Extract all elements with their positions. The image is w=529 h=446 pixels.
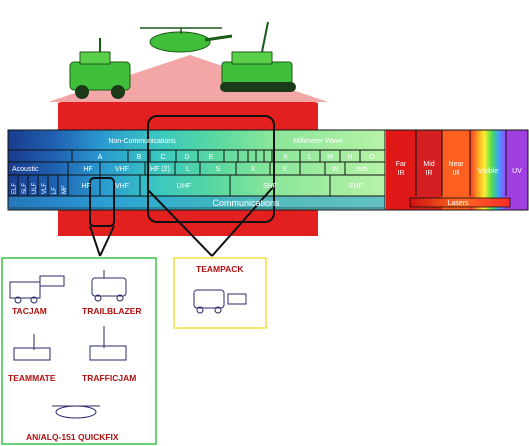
ground-systems-box [1, 257, 157, 445]
teampack-icon [193, 289, 247, 314]
visible-label: Visible [478, 168, 499, 175]
band-l: L [308, 154, 312, 161]
near-ir-line2: IR [453, 170, 460, 177]
band-d: D [184, 154, 189, 161]
lasers-strip [409, 197, 511, 208]
tacjam-label: TACJAM [12, 306, 47, 316]
lasers-label: Lasers [447, 200, 469, 207]
humvee-icon [69, 38, 131, 99]
non-comm-label: Non-Communications [108, 138, 176, 145]
teampack-box [173, 257, 267, 329]
teampack-label: TEAMPACK [196, 264, 244, 274]
uv-band [506, 130, 528, 210]
near-ir-band [442, 130, 470, 210]
low-slf: SLF [22, 183, 28, 194]
quickfix-label: AN/ALQ-151 QUICKFIX [26, 432, 119, 442]
row2-w: W [332, 166, 339, 173]
low-vlf: VLF [42, 183, 48, 194]
trailblazer-label: TRAILBLAZER [82, 306, 142, 316]
far-ir-band [386, 130, 416, 210]
band-k: K [284, 154, 289, 161]
band-c: C [160, 154, 165, 161]
band-n: N [347, 154, 352, 161]
row2-k: K [283, 166, 288, 173]
tacjam-icon [9, 275, 65, 304]
band-o: O [369, 154, 375, 161]
mmw-label: Millimeter Wave [293, 138, 343, 145]
uv-label: UV [512, 168, 522, 175]
comm-ehf: EHF [349, 183, 363, 190]
near-ir-line1: Near [448, 161, 464, 168]
teammate-icon [13, 334, 51, 361]
row2-vhf: VHF [115, 166, 129, 173]
far-ir-line1: Far [396, 161, 407, 168]
low-lf: LF [52, 187, 58, 194]
spectrum-grid [7, 129, 529, 211]
mid-ir-line2: IR [426, 170, 433, 177]
selection-callouts [89, 115, 275, 257]
trailblazer-icon [91, 270, 127, 302]
mid-ir-line1: Mid [423, 161, 434, 168]
comm-vhf: VHF [115, 183, 129, 190]
row2-hf2: HF (2) [150, 166, 170, 173]
far-ir-line2: IR [398, 170, 405, 177]
row2-mm: mm [356, 166, 368, 173]
teammate-label: TEAMMATE [8, 373, 56, 383]
row2-x: X [251, 166, 256, 173]
low-ulf: ULF [32, 182, 38, 194]
row2-s: S [216, 166, 221, 173]
comm-shf: SHF [263, 183, 277, 190]
mid-ir-band [416, 130, 442, 210]
row2-l: L [186, 166, 190, 173]
comm-uhf: UHF [177, 183, 191, 190]
trafficjam-label: TRAFFICJAM [82, 373, 136, 383]
band-a: A [98, 154, 103, 161]
helicopter-icon [140, 27, 233, 53]
row2-hf: HF [83, 166, 92, 173]
low-elf: ELF [12, 183, 18, 194]
visible-band [470, 130, 506, 210]
tracked-vehicle-icon [220, 21, 296, 92]
band-b: B [137, 154, 142, 161]
quickfix-icon [52, 405, 100, 419]
spectrum-bottom-strip [8, 196, 385, 210]
comm-hf: HF [81, 183, 90, 190]
band-m: M [327, 154, 333, 161]
trafficjam-icon [89, 326, 127, 361]
low-mf: MF [62, 185, 68, 194]
comm-label: Communications [212, 198, 280, 208]
acoustic-label: Acoustic [12, 166, 39, 173]
band-e: E [209, 154, 214, 161]
